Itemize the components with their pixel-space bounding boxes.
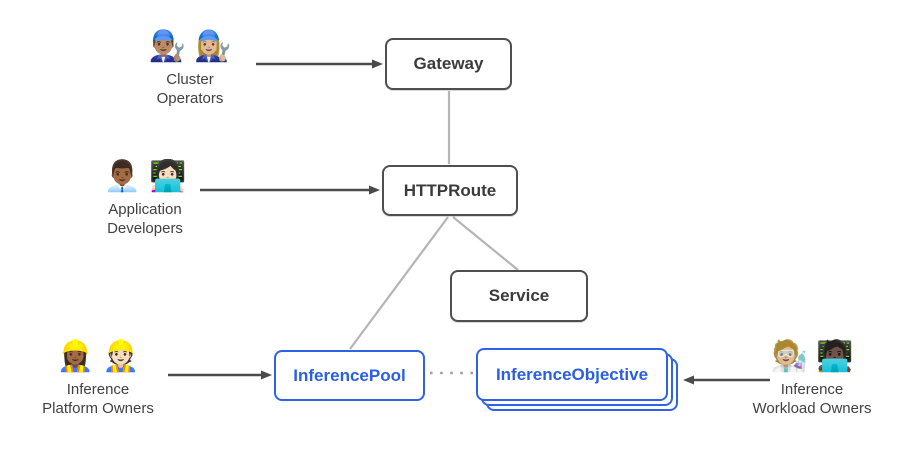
actor-cluster-operators: 👨🏽‍🔧 👩🏼‍🔧 Cluster Operators — [115, 27, 265, 109]
scientist-technologist-emoji-icon: 🧑🏼‍🔬 🧑🏿‍💻 — [770, 340, 854, 373]
node-gateway-label: Gateway — [413, 54, 484, 73]
node-httproute-label: HTTPRoute — [403, 180, 497, 200]
node-inference-objective: InferenceObjective — [476, 348, 668, 401]
developers-emoji-icon: 👨🏾‍💼 👩🏻‍💻 — [103, 160, 187, 193]
node-inference-objective-label: InferenceObjective — [495, 364, 649, 384]
mechanics-emoji-icon: 👨🏽‍🔧 👩🏼‍🔧 — [148, 30, 232, 63]
node-inference-pool-label: InferencePool — [293, 365, 406, 385]
construction-workers-emoji-icon: 👷🏾‍♀️ 👷🏻 — [56, 340, 140, 373]
edge-httproute-service — [452, 216, 519, 271]
node-service-label: Service — [488, 286, 550, 305]
node-httproute: HTTPRoute — [382, 165, 518, 216]
actor-label-cluster-operators: Cluster Operators — [156, 71, 224, 107]
actor-inference-workload-owners: 🧑🏼‍🔬 🧑🏿‍💻 Inference Workload Owners — [732, 337, 892, 419]
actor-inference-platform-owners: 👷🏾‍♀️ 👷🏻 Inference Platform Owners — [23, 337, 173, 419]
actor-label-inference-platform-owners: Inference Platform Owners — [42, 381, 154, 417]
edge-httproute-inferencepool — [349, 216, 449, 350]
node-inference-pool: InferencePool — [274, 350, 425, 401]
node-gateway: Gateway — [385, 38, 512, 90]
actor-label-application-developers: Application Developers — [107, 201, 183, 237]
actor-label-inference-workload-owners: Inference Workload Owners — [752, 381, 872, 417]
actor-application-developers: 👨🏾‍💼 👩🏻‍💻 Application Developers — [70, 157, 220, 239]
node-service: Service — [450, 270, 588, 322]
